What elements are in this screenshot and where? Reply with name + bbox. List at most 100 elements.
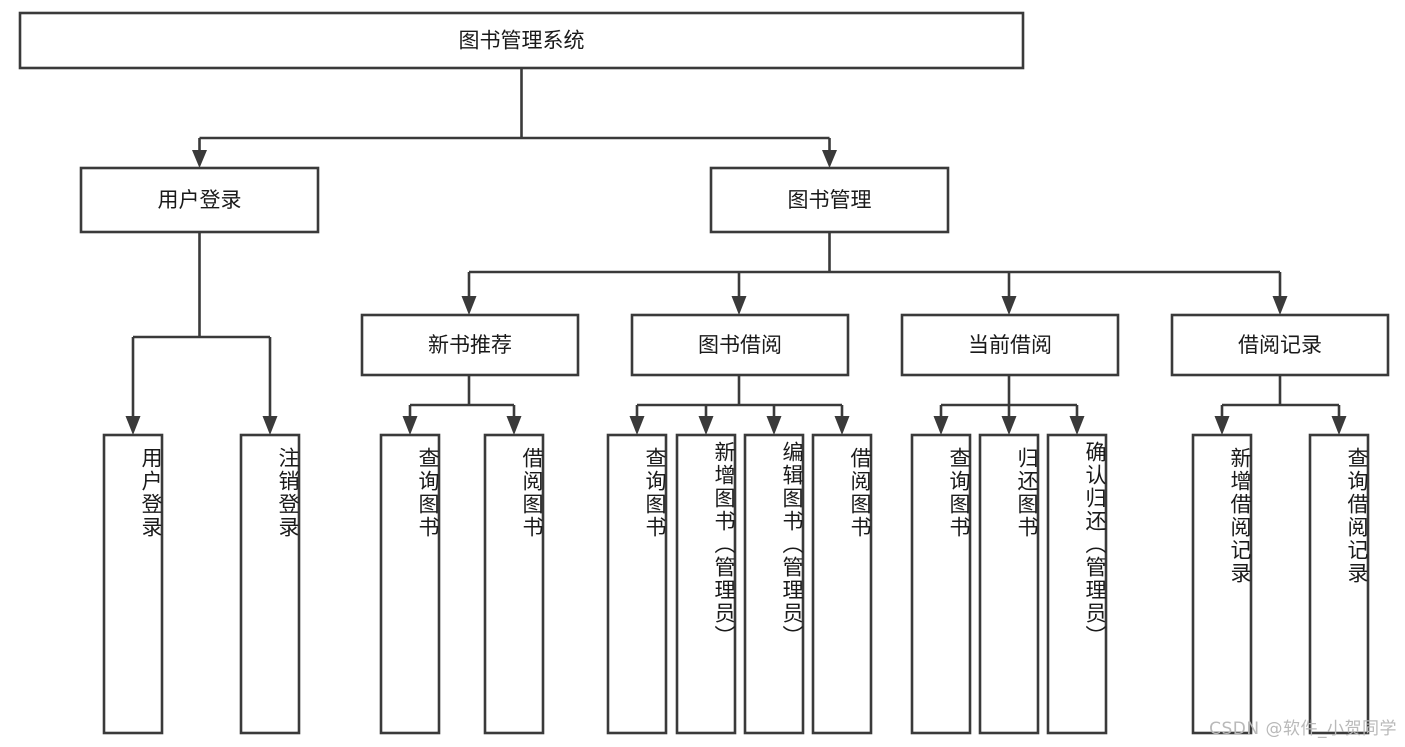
connector-group-book-mgmt-to-level3: [461, 232, 1288, 315]
leaf-book-borrow-add-label: 新增图书（管理员）: [712, 441, 736, 648]
leaf-current-borrow-query-box[interactable]: [910, 433, 972, 735]
arrow-head-new-book: [461, 296, 477, 315]
connector-group-current-borrow-to-leaves: [933, 375, 1085, 435]
node-book-management-box[interactable]: [709, 166, 950, 234]
node-book-management-label: 图书管理: [788, 188, 872, 212]
leaf-borrow-record-query[interactable]: 查询借阅记录: [1308, 433, 1370, 735]
arrow-head-leaf-new-book-1: [402, 416, 418, 435]
leaf-new-book-borrow-label-fo: 借阅图书: [520, 447, 544, 539]
arrow-head-leaf-book-borrow-1: [629, 416, 645, 435]
arrow-head-book-borrow: [731, 296, 747, 315]
node-borrow-record-label: 借阅记录: [1238, 333, 1322, 357]
arrow-head-leaf-borrow-record-1: [1214, 416, 1230, 435]
leaf-book-borrow-edit-label-fo: 编辑图书（管理员）: [780, 441, 804, 648]
arrow-head-leaf-current-borrow-2: [1001, 416, 1017, 435]
node-root[interactable]: 图书管理系统: [18, 11, 1025, 70]
leaf-borrow-record-add[interactable]: 新增借阅记录: [1191, 433, 1253, 735]
arrow-head-borrow-record: [1272, 296, 1288, 315]
leaf-current-borrow-return-label: 归还图书: [1015, 447, 1039, 539]
leaf-current-borrow-confirm-label-fo: 确认归还（管理员）: [1083, 441, 1107, 648]
leaf-new-book-query-label: 查询图书: [416, 447, 440, 539]
connector-group-new-book-to-leaves: [402, 375, 522, 435]
node-root-label: 图书管理系统: [459, 29, 585, 53]
leaf-user-login-logout[interactable]: 注销登录: [239, 433, 301, 735]
leaf-user-login-logout-label-fo: 注销登录: [276, 447, 300, 539]
leaf-book-borrow-query[interactable]: 查询图书: [606, 433, 668, 735]
arrow-head-leaf-user-login-2: [262, 416, 278, 435]
node-root-box[interactable]: [18, 11, 1025, 70]
leaf-new-book-borrow-box[interactable]: [483, 433, 545, 735]
leaf-book-borrow-borrow-label-fo: 借阅图书: [848, 447, 872, 539]
leaf-new-book-borrow[interactable]: 借阅图书: [483, 433, 545, 735]
connector-group-user-login-to-leaves: [125, 232, 278, 435]
leaf-current-borrow-confirm-box[interactable]: [1046, 433, 1108, 735]
node-user-login[interactable]: 用户登录: [79, 166, 320, 234]
arrow-head-leaf-book-borrow-2: [698, 416, 714, 435]
leaf-borrow-record-query-label: 查询借阅记录: [1345, 447, 1369, 585]
leaf-book-borrow-borrow-box[interactable]: [811, 433, 873, 735]
leaf-user-login-login-label: 用户登录: [139, 447, 163, 539]
node-new-book-recommend[interactable]: 新书推荐: [360, 313, 580, 377]
arrow-head-current-borrow: [1001, 296, 1017, 315]
leaf-book-borrow-edit-label: 编辑图书（管理员）: [780, 441, 804, 648]
leaf-user-login-login-box[interactable]: [102, 433, 164, 735]
leaf-borrow-record-add-box[interactable]: [1191, 433, 1253, 735]
connector-group-borrow-record-to-leaves: [1214, 375, 1347, 435]
leaf-current-borrow-confirm[interactable]: 确认归还（管理员）: [1046, 433, 1108, 735]
leaf-new-book-query[interactable]: 查询图书: [379, 433, 441, 735]
arrow-head-user-login: [192, 150, 207, 168]
arrow-head-leaf-book-borrow-4: [834, 416, 850, 435]
node-user-login-box[interactable]: [79, 166, 320, 234]
node-new-book-recommend-label: 新书推荐: [428, 333, 512, 357]
leaf-new-book-query-label-fo: 查询图书: [416, 447, 440, 539]
leaf-current-borrow-return-box[interactable]: [978, 433, 1040, 735]
node-current-borrow-box[interactable]: [900, 313, 1120, 377]
leaf-borrow-record-query-label-fo: 查询借阅记录: [1345, 447, 1369, 585]
leaf-book-borrow-borrow-label: 借阅图书: [848, 447, 872, 539]
arrow-head-leaf-current-borrow-3: [1069, 416, 1085, 435]
leaf-book-borrow-add-label-fo: 新增图书（管理员）: [712, 441, 736, 648]
leaf-user-login-login[interactable]: 用户登录: [102, 433, 164, 735]
leaf-book-borrow-add-box[interactable]: [675, 433, 737, 735]
connector-group-book-borrow-to-leaves: [629, 375, 850, 435]
arrow-head-leaf-current-borrow-1: [933, 416, 949, 435]
leaf-borrow-record-query-box[interactable]: [1308, 433, 1370, 735]
arrow-head-leaf-new-book-2: [506, 416, 522, 435]
leaf-borrow-record-add-label-fo: 新增借阅记录: [1228, 447, 1252, 585]
leaf-current-borrow-query-label: 查询图书: [947, 447, 971, 539]
node-borrow-record[interactable]: 借阅记录: [1170, 313, 1390, 377]
arrow-head-leaf-borrow-record-2: [1331, 416, 1347, 435]
arrow-head-book-mgmt: [822, 150, 837, 168]
leaf-book-borrow-query-label: 查询图书: [643, 447, 667, 539]
leaf-user-login-logout-label: 注销登录: [276, 447, 300, 539]
leaf-book-borrow-query-box[interactable]: [606, 433, 668, 735]
leaf-current-borrow-query-label-fo: 查询图书: [947, 447, 971, 539]
node-book-borrow[interactable]: 图书借阅: [630, 313, 850, 377]
leaf-book-borrow-borrow[interactable]: 借阅图书: [811, 433, 873, 735]
leaf-user-login-login-label-fo: 用户登录: [139, 447, 163, 539]
leaf-new-book-borrow-label: 借阅图书: [520, 447, 544, 539]
arrow-head-leaf-book-borrow-3: [766, 416, 782, 435]
leaf-current-borrow-return-label-fo: 归还图书: [1015, 447, 1039, 539]
leaf-current-borrow-confirm-label: 确认归还（管理员）: [1083, 441, 1107, 648]
leaf-new-book-query-box[interactable]: [379, 433, 441, 735]
leaf-book-borrow-add[interactable]: 新增图书（管理员）: [675, 433, 737, 735]
leaf-book-borrow-edit[interactable]: 编辑图书（管理员）: [743, 433, 805, 735]
leaf-user-login-logout-box[interactable]: [239, 433, 301, 735]
leaf-current-borrow-return[interactable]: 归还图书: [978, 433, 1040, 735]
node-current-borrow[interactable]: 当前借阅: [900, 313, 1120, 377]
node-current-borrow-label: 当前借阅: [968, 333, 1052, 357]
leaf-book-borrow-edit-box[interactable]: [743, 433, 805, 735]
node-book-borrow-label: 图书借阅: [698, 333, 782, 357]
node-borrow-record-box[interactable]: [1170, 313, 1390, 377]
leaf-current-borrow-query[interactable]: 查询图书: [910, 433, 972, 735]
leaf-borrow-record-add-label: 新增借阅记录: [1228, 447, 1252, 585]
node-new-book-recommend-box[interactable]: [360, 313, 580, 377]
arrow-head-leaf-user-login-1: [125, 416, 141, 435]
node-user-login-label: 用户登录: [158, 188, 242, 212]
node-book-borrow-box[interactable]: [630, 313, 850, 377]
node-book-management[interactable]: 图书管理: [709, 166, 950, 234]
connector-group-root-to-level2: [192, 68, 837, 168]
